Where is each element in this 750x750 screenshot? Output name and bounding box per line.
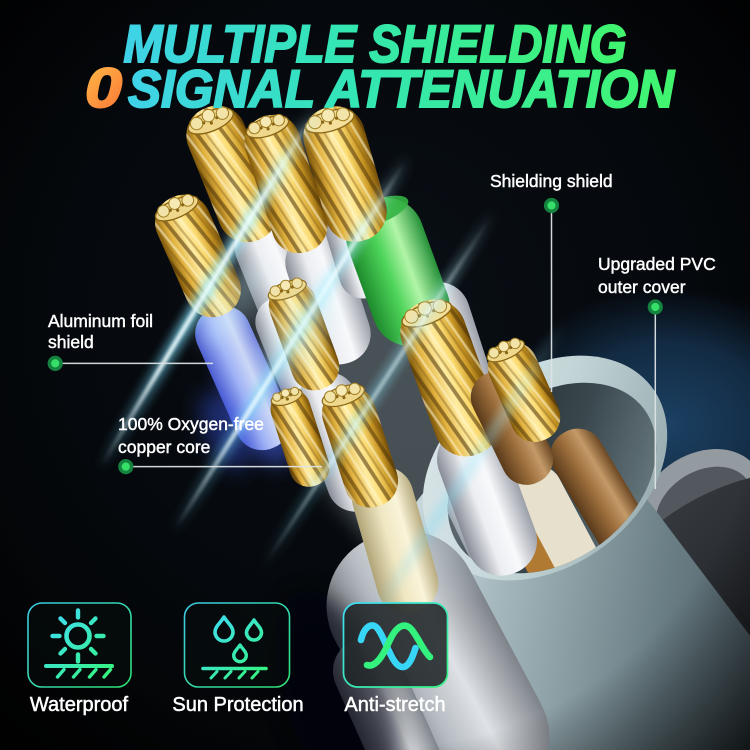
- svg-text:Shielding shield: Shielding shield: [490, 171, 613, 191]
- svg-text:shield: shield: [48, 332, 94, 352]
- svg-text:MULTIPLE SHIELDING: MULTIPLE SHIELDING: [124, 15, 627, 74]
- svg-text:100% Oxygen-free: 100% Oxygen-free: [118, 414, 264, 434]
- svg-text:copper core: copper core: [118, 437, 210, 457]
- svg-text:Sun Protection: Sun Protection: [172, 694, 303, 716]
- svg-text:Waterproof: Waterproof: [30, 694, 129, 716]
- svg-text:outer cover: outer cover: [598, 277, 686, 297]
- svg-text:Aluminum foil: Aluminum foil: [48, 311, 153, 331]
- svg-text:SIGNAL ATTENUATION: SIGNAL ATTENUATION: [128, 60, 676, 119]
- svg-text:0: 0: [85, 56, 122, 119]
- svg-text:Anti-stretch: Anti-stretch: [344, 694, 445, 716]
- svg-text:Upgraded PVC: Upgraded PVC: [598, 254, 716, 274]
